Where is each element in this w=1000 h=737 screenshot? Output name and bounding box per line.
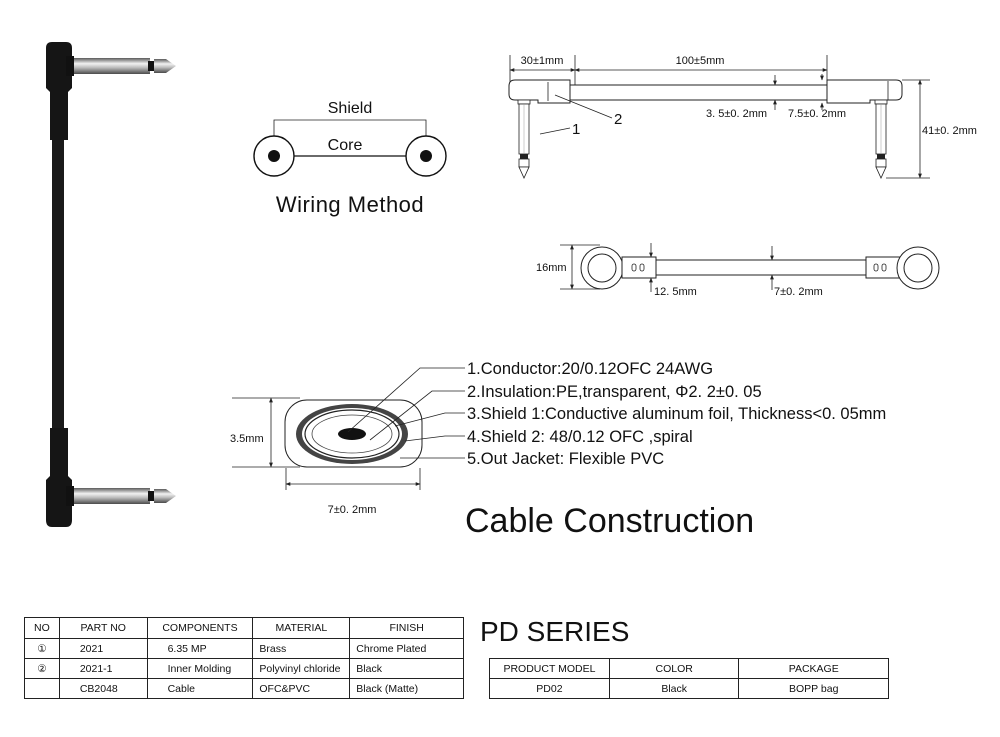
shield-label: Shield: [328, 100, 372, 117]
cell-finish: Black: [349, 658, 464, 679]
parts-table: NO PART NO COMPONENTS MATERIAL FINISH ① …: [24, 617, 464, 699]
table-row: PD02 Black BOPP bag: [489, 678, 889, 699]
product-table-header: PRODUCT MODEL COLOR PACKAGE: [489, 658, 889, 679]
core-label: Core: [328, 137, 363, 154]
header-no: NO: [24, 617, 60, 639]
cable-thickness-dim: 3. 5±0. 2mm: [706, 108, 767, 120]
body-width-dim: 12. 5mm: [654, 286, 697, 298]
bottom-jack-plug: [46, 428, 176, 527]
section-height-dim: 3.5mm: [230, 433, 264, 445]
parts-table-header: NO PART NO COMPONENTS MATERIAL FINISH: [24, 617, 464, 639]
header-finish: FINISH: [349, 617, 464, 639]
left-length-dim: 30±1mm: [521, 55, 564, 67]
cell-component: 6.35 MP: [146, 638, 254, 659]
cell-color: Black: [608, 678, 740, 699]
header-product-model: PRODUCT MODEL: [489, 658, 610, 679]
cell-product-model: PD02: [489, 678, 610, 699]
layer-3: 3.Shield 1:Conductive aluminum foil, Thi…: [467, 405, 886, 423]
table-row: ① 2021 6.35 MP Brass Chrome Plated: [24, 638, 464, 659]
header-components: COMPONENTS: [146, 617, 254, 639]
cell-no: ②: [24, 658, 60, 679]
layer-5: 5.Out Jacket: Flexible PVC: [467, 450, 664, 468]
cell-material: OFC&PVC: [252, 678, 351, 699]
cell-no: [24, 678, 60, 699]
top-jack-plug: [46, 42, 176, 140]
table-row: ② 2021-1 Inner Molding Polyvinyl chlorid…: [24, 658, 464, 679]
cell-part-no: 2021: [58, 638, 148, 659]
header-color: COLOR: [608, 658, 740, 679]
layer-2: 2.Insulation:PE,transparent, Φ2. 2±0. 05: [467, 383, 762, 401]
cell-part-no: CB2048: [58, 678, 148, 699]
cell-package: BOPP bag: [738, 678, 889, 699]
height-dim: 41±0. 2mm: [922, 125, 977, 137]
table-row: CB2048 Cable OFC&PVC Black (Matte): [24, 678, 464, 699]
side-view-drawing: 30±1mm 100±5mm 1 2 3. 5±0. 2mm: [508, 55, 977, 179]
callout-1: 1: [572, 121, 580, 138]
cable-width-dim: 7±0. 2mm: [774, 286, 823, 298]
cell-finish: Chrome Plated: [349, 638, 464, 659]
cell-component: Inner Molding: [146, 658, 254, 679]
callout-2: 2: [614, 111, 622, 128]
header-part-no: PART NO: [58, 617, 148, 639]
cell-material: Brass: [252, 638, 351, 659]
series-title: PD SERIES: [480, 616, 629, 647]
cable-length-dim: 100±5mm: [676, 55, 725, 67]
plug-width-dim: 7.5±0. 2mm: [788, 108, 846, 120]
cable-construction-title: Cable Construction: [465, 502, 754, 540]
product-photo: [46, 42, 176, 527]
layer-4: 4.Shield 2: 48/0.12 OFC ,spiral: [467, 428, 693, 446]
cell-component: Cable: [146, 678, 254, 699]
cable-body: [52, 130, 64, 440]
header-material: MATERIAL: [252, 617, 351, 639]
cross-section: 3.5mm 7±0. 2mm 1.Conductor:20/0.12OFC 24…: [230, 360, 886, 540]
cell-no: ①: [24, 638, 60, 659]
plug-height-dim: 16mm: [536, 262, 567, 274]
cell-part-no: 2021-1: [58, 658, 148, 679]
conductor: [338, 428, 366, 440]
section-width-dim: 7±0. 2mm: [328, 504, 377, 516]
product-table: PRODUCT MODEL COLOR PACKAGE PD02 Black B…: [489, 658, 889, 699]
cell-finish: Black (Matte): [349, 678, 464, 699]
header-package: PACKAGE: [738, 658, 889, 679]
wiring-diagram: Shield Core Wiring Method: [253, 100, 447, 217]
cell-material: Polyvinyl chloride: [252, 658, 351, 679]
top-view-drawing: 16mm 12. 5mm 7±0. 2mm: [536, 243, 940, 298]
layer-1: 1.Conductor:20/0.12OFC 24AWG: [467, 360, 713, 378]
wiring-title: Wiring Method: [276, 192, 424, 217]
